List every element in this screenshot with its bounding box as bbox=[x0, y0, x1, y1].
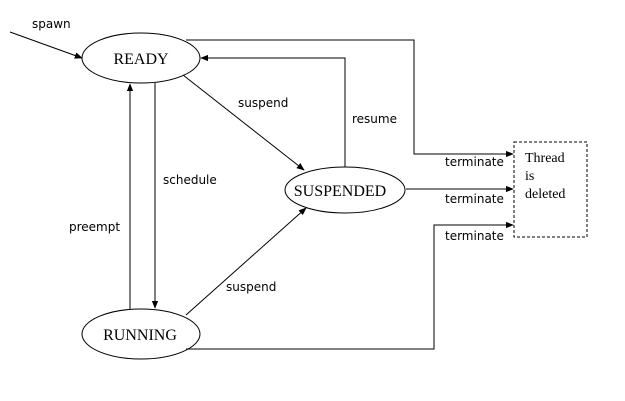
resume-label: resume bbox=[352, 112, 397, 126]
thread-deleted-line2: is bbox=[525, 169, 534, 184]
terminate-from-running-edge bbox=[186, 221, 514, 350]
spawn-edge bbox=[9, 31, 83, 59]
suspend-from-running-label: suspend bbox=[226, 280, 276, 294]
suspend-from-ready-label: suspend bbox=[238, 96, 288, 110]
schedule-label: schedule bbox=[163, 173, 217, 187]
terminate-from-ready-label: terminate bbox=[445, 155, 504, 169]
thread-deleted-line3: deleted bbox=[525, 187, 565, 202]
thread-deleted-box bbox=[513, 141, 588, 238]
preempt-label: preempt bbox=[69, 220, 120, 234]
terminate-from-ready-edge bbox=[186, 39, 514, 158]
ready-state-label: READY bbox=[113, 51, 169, 68]
suspend-from-running-edge bbox=[185, 207, 307, 316]
ready-state-node bbox=[81, 32, 201, 84]
thread-deleted-line1: Thread bbox=[525, 151, 565, 166]
terminate-from-running-label: terminate bbox=[445, 229, 504, 243]
suspended-state-label: SUSPENDED bbox=[294, 183, 386, 200]
terminate-from-suspended-label: terminate bbox=[445, 192, 504, 206]
suspend-from-ready-edge bbox=[182, 74, 305, 171]
resume-edge bbox=[200, 54, 346, 167]
running-state-label: RUNNING bbox=[103, 327, 177, 344]
running-state-node bbox=[81, 308, 201, 360]
spawn-label: spawn bbox=[32, 17, 71, 31]
